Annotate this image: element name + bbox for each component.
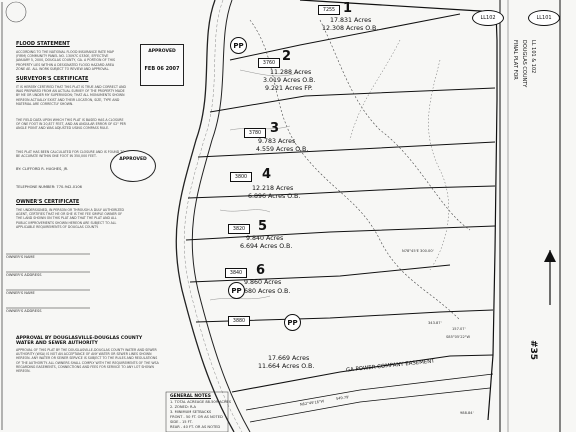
pp-marker-3: PP [284, 314, 301, 331]
lot-1-address-box: 7255 [318, 5, 340, 15]
lot-3-number: 3 [270, 121, 280, 136]
lot-4-address-box: 3800 [230, 172, 252, 182]
lot-4-number: 4 [262, 167, 272, 182]
lot-4-acres: 12.218 Acres [252, 185, 294, 192]
lot-7-acres: 17.669 Acres [268, 355, 310, 362]
lot-3-ob-acres: 4.559 Acres O.B. [256, 146, 309, 153]
general-note-1: 1. TOTAL ACREAGE 88.509 ACRES [170, 400, 232, 404]
surveyor-name: BY: CLIFFORD R. HUGHES, JR. [16, 167, 69, 171]
distance-label-2: 157.07' [452, 327, 466, 331]
lot-1-acres: 17.831 Acres [330, 17, 372, 24]
lot-3-acres: 9.783 Acres [258, 138, 296, 145]
title-strip-line-1: FINAL PLAT FOR [512, 40, 518, 80]
approval-stamp-date: FEB 06 2007 [144, 66, 180, 72]
approval-heading: APPROVAL BY DOUGLASVILLE-DOUGLAS COUNTY … [16, 336, 143, 347]
approval-stamp-1: APPROVED FEB 06 2007 [140, 44, 184, 86]
flood-statement-body: ACCORDING TO THE NATIONAL FLOOD INSURANC… [16, 50, 116, 71]
lot-6-address-box: 3840 [225, 268, 247, 278]
surveyor-certificate-heading: SURVEYOR'S CERTIFICATE [16, 76, 89, 82]
approval-stamp-label: APPROVED [148, 49, 176, 54]
distance-label-1: 343.87' [428, 321, 442, 325]
pp-marker-2: PP [228, 282, 245, 299]
lot-1-number: 1 [343, 1, 353, 16]
lot-6-number: 6 [256, 263, 266, 278]
lot-3-address-box: 3780 [244, 128, 266, 138]
general-note-2: 2. ZONED: R-A [170, 405, 196, 409]
lot-6-acres: 9.860 Acres [244, 279, 282, 286]
lot-6-ob-acres: 6.680 Acres O.B. [238, 288, 291, 295]
title-strip-line-3: LL 101 & 102 [530, 40, 536, 74]
owner-certificate-body: THE UNDERSIGNED, IN PERSON OR THROUGH A … [16, 208, 124, 229]
lot-5-ob-acres: 6.694 Acres O.B. [240, 243, 293, 250]
lot-2-address-box: 3760 [258, 58, 280, 68]
flood-statement-heading: FLOOD STATEMENT [16, 41, 70, 47]
bearing-label-2: S85°05'22"W [446, 335, 470, 339]
approval-body: APPROVAL OF THIS PLAT BY THE DOUGLASVILL… [16, 348, 159, 374]
general-note-5: SIDE - 15 FT. [170, 420, 193, 424]
lot-1-ob-acres: 12.308 Acres O.B. [322, 25, 379, 32]
distance-label-3: 988.84' [460, 411, 474, 415]
general-note-6: REAR - 40 FT. OR AS NOTED [170, 425, 221, 429]
lot-2-number: 2 [282, 49, 292, 64]
approval-stamp-2-label: APPROVED [119, 157, 147, 162]
owner-name-line-2: OWNER'S NAME [6, 291, 35, 295]
bearing-label-1: N78°45'E 300.00' [402, 249, 434, 253]
surveyor-phone: TELEPHONE NUMBER: 770-942-0106 [16, 185, 82, 189]
lot-7-address-box: 3880 [228, 316, 250, 326]
land-lot-tag-102: LL102 [472, 10, 504, 26]
general-notes-heading: GENERAL NOTES [170, 394, 211, 399]
pp-marker-1: PP [230, 37, 247, 54]
land-lot-tag-101: LL101 [528, 10, 560, 26]
surveyor-certificate-body: IT IS HEREBY CERTIFIED THAT THIS PLAT IS… [16, 85, 126, 106]
lot-2-acres: 11.288 Acres [270, 69, 312, 76]
sheet-number: #35 [528, 340, 538, 361]
owner-address-line-1: OWNER'S ADDRESS [6, 273, 42, 277]
surveyor-closure-text: THE FIELD DATA UPON WHICH THIS PLAT IS B… [16, 118, 126, 131]
owner-address-line-2: OWNER'S ADDRESS [6, 309, 42, 313]
lot-4-ob-acres: 6.896 Acres O.B. [248, 193, 301, 200]
lot-2-fp-acres: 9.221 Acres FP. [265, 85, 313, 92]
approval-stamp-2: APPROVED [110, 150, 156, 182]
general-note-4: FRONT - 50 FT. OR AS NOTED [170, 415, 223, 419]
lot-2-ob-acres: 3.019 Acres O.B. [263, 77, 316, 84]
title-strip-line-2: DOUGLAS COUNTY [521, 40, 527, 88]
owner-certificate-heading: OWNER'S CERTIFICATE [16, 199, 80, 205]
lot-5-address-box: 3820 [228, 224, 250, 234]
surveyor-calc-text: THIS PLAT HAS BEEN CALCULATED FOR CLOSUR… [16, 150, 125, 159]
lot-5-number: 5 [258, 219, 268, 234]
lot-7-ob-acres: 11.664 Acres O.B. [258, 363, 315, 370]
general-note-3: 3. MINIMUM SETBACKS [170, 410, 212, 414]
owner-name-line-1: OWNER'S NAME [6, 255, 35, 259]
lot-5-acres: 9.840 Acres [246, 235, 284, 242]
